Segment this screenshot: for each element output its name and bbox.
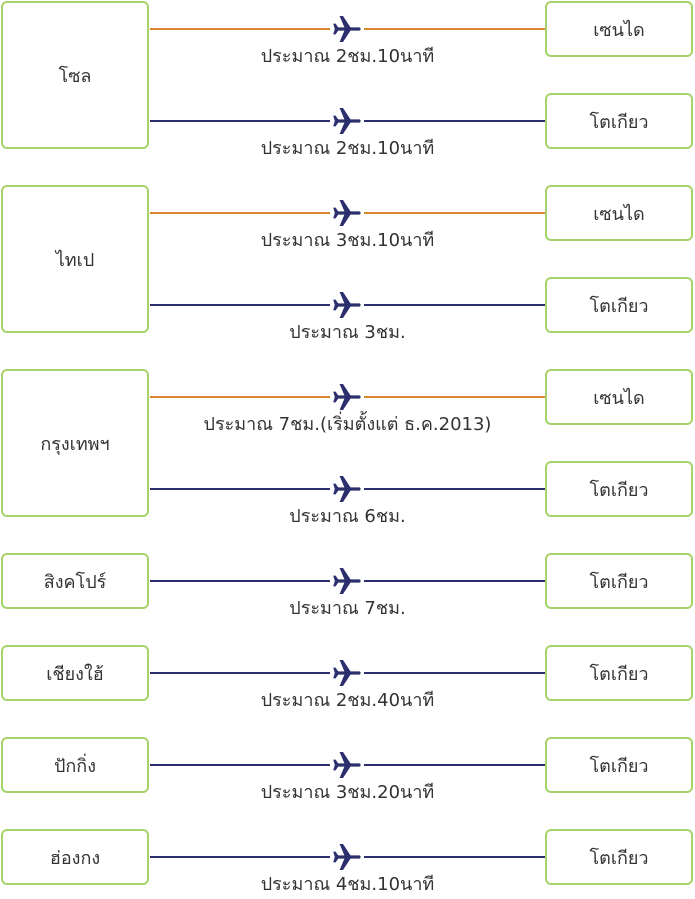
flight-duration-label: ประมาณ 7ชม.(เริ่มตั้งแต่ ธ.ค.2013) — [203, 414, 492, 435]
flight-route-line — [150, 106, 545, 136]
destination-city-box: โตเกียว — [545, 737, 693, 793]
destination-city-box: เซนได — [545, 369, 693, 425]
flight-duration-label: ประมาณ 3ชม. — [289, 322, 406, 343]
origin-city-box: โซล — [1, 1, 149, 149]
airplane-icon — [330, 382, 364, 412]
flight-duration-label: ประมาณ 7ชม. — [289, 598, 406, 619]
origin-city-box: สิงคโปร์ — [1, 553, 149, 609]
origin-city-box: กรุงเทพฯ — [1, 369, 149, 517]
airplane-icon — [330, 566, 364, 596]
origin-city-box: ปักกิ่ง — [1, 737, 149, 793]
airplane-icon — [330, 474, 364, 504]
airplane-icon — [330, 842, 364, 872]
flight-route-line — [150, 14, 545, 44]
flight-duration-label: ประมาณ 2ชม.40นาที — [260, 690, 435, 711]
airplane-icon — [330, 198, 364, 228]
flight-route-line — [150, 566, 545, 596]
destination-city-box: โตเกียว — [545, 829, 693, 885]
airplane-icon — [330, 106, 364, 136]
destination-city-box: โตเกียว — [545, 461, 693, 517]
destination-city-box: โตเกียว — [545, 93, 693, 149]
origin-city-box: ฮ่องกง — [1, 829, 149, 885]
destination-city-box: โตเกียว — [545, 645, 693, 701]
flight-duration-label: ประมาณ 2ชม.10นาที — [260, 138, 435, 159]
flight-route-line — [150, 198, 545, 228]
airplane-icon — [330, 290, 364, 320]
flight-route-line — [150, 750, 545, 780]
airplane-icon — [330, 750, 364, 780]
destination-city-box: โตเกียว — [545, 553, 693, 609]
flight-duration-label: ประมาณ 6ชม. — [289, 506, 406, 527]
destination-city-box: เซนได — [545, 1, 693, 57]
origin-city-box: เชียงใฮ้ — [1, 645, 149, 701]
flight-route-line — [150, 474, 545, 504]
flight-duration-label: ประมาณ 4ชม.10นาที — [260, 874, 435, 895]
flight-route-line — [150, 658, 545, 688]
flight-route-line — [150, 290, 545, 320]
flight-duration-label: ประมาณ 3ชม.10นาที — [260, 230, 435, 251]
destination-city-box: เซนได — [545, 185, 693, 241]
origin-city-box: ไทเป — [1, 185, 149, 333]
destination-city-box: โตเกียว — [545, 277, 693, 333]
flight-route-line — [150, 842, 545, 872]
flight-duration-label: ประมาณ 3ชม.20นาที — [260, 782, 435, 803]
airplane-icon — [330, 14, 364, 44]
airplane-icon — [330, 658, 364, 688]
flight-route-line — [150, 382, 545, 412]
flight-duration-label: ประมาณ 2ชม.10นาที — [260, 46, 435, 67]
